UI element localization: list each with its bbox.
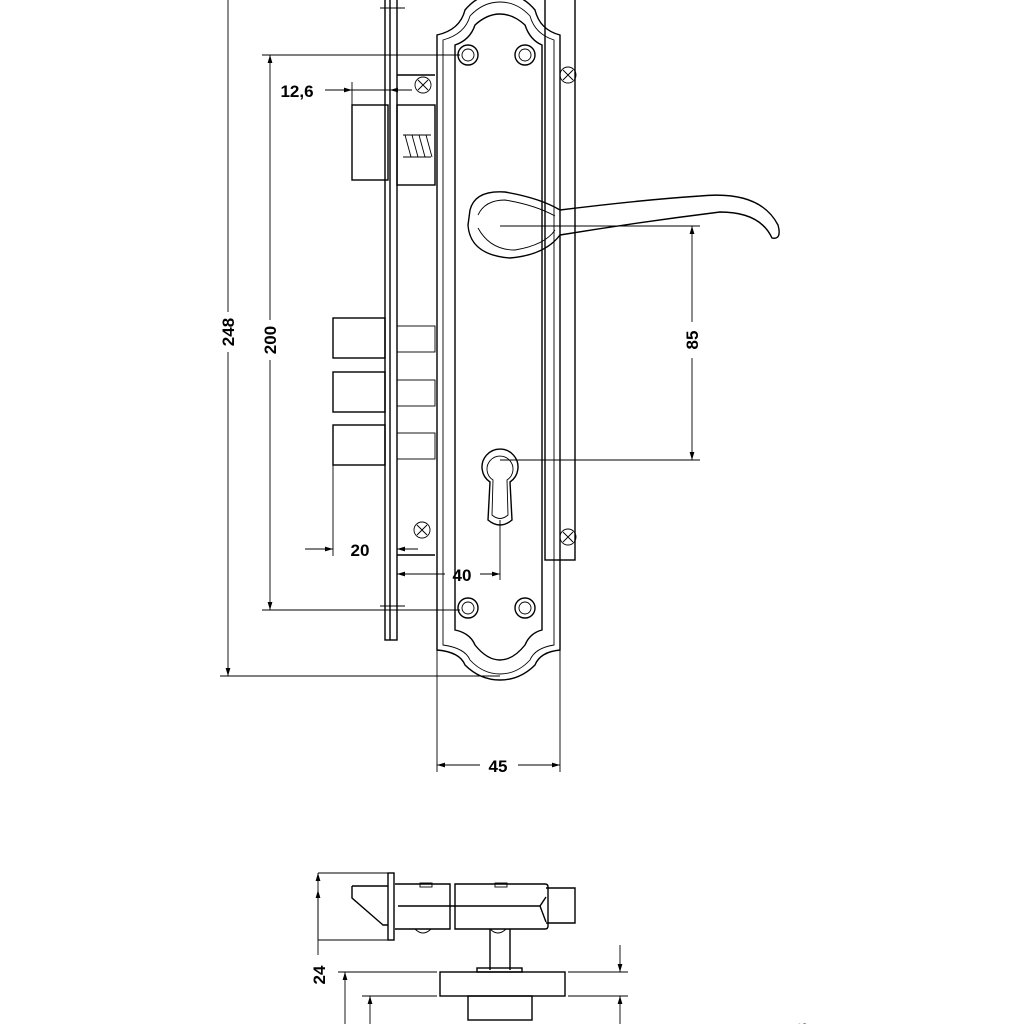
faceplate xyxy=(384,0,398,641)
dim-85: 85 xyxy=(683,331,702,350)
deadbolts xyxy=(332,317,436,466)
front-view xyxy=(332,0,780,681)
dim-40: 40 xyxy=(453,566,472,585)
latch-spring-housing xyxy=(396,104,436,186)
dimension-labels: 248 200 12,6 85 20 40 45 24 6 ,8 xyxy=(218,82,812,1024)
dimension-lines xyxy=(220,0,700,772)
dim-248: 248 xyxy=(219,318,238,346)
latch-bolt xyxy=(351,104,389,181)
dim-12-6: 12,6 xyxy=(280,82,313,101)
dim-45: 45 xyxy=(489,757,508,776)
lever-handle xyxy=(467,191,780,259)
screw-icon xyxy=(413,76,432,539)
dim-20: 20 xyxy=(351,541,370,560)
dim-200: 200 xyxy=(261,326,280,354)
plate-screw-holes xyxy=(457,44,536,619)
spring xyxy=(403,134,433,158)
dim-partial: ,8 xyxy=(793,1023,812,1024)
side-view xyxy=(315,872,628,1024)
dim-24: 24 xyxy=(310,965,329,984)
